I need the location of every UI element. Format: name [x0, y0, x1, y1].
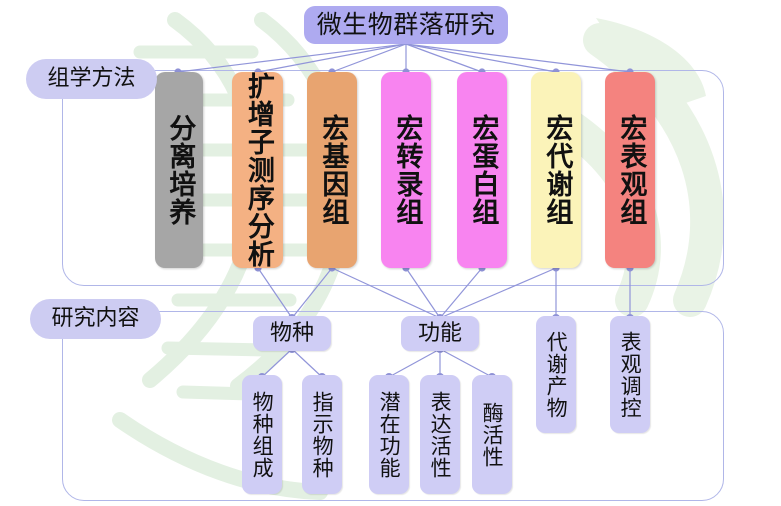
method-box-amplicon-sequencing[interactable]: 扩增子测序分析: [232, 72, 283, 268]
method-box-metatranscriptome[interactable]: 宏转录组: [381, 72, 431, 268]
detail-box-expression-activity[interactable]: 表达活性: [420, 375, 460, 494]
method-box-metaproteome[interactable]: 宏蛋白组: [457, 72, 507, 268]
detail-box-species-composition[interactable]: 物种组成: [242, 375, 282, 494]
detail-box-enzyme-activity[interactable]: 酶活性: [472, 375, 512, 494]
method-box-metametabolome[interactable]: 宏代谢组: [531, 72, 581, 268]
topic-box-metabolites[interactable]: 代谢产物: [536, 316, 576, 433]
topic-box-function[interactable]: 功能: [401, 316, 479, 351]
topic-box-epigenetic-regulation[interactable]: 表观调控: [610, 316, 650, 433]
diagram-title: 微生物群落研究: [304, 6, 508, 44]
detail-box-indicator-species[interactable]: 指示物种: [302, 375, 342, 494]
section-label-content: 研究内容: [30, 299, 161, 339]
method-box-metagenome[interactable]: 宏基因组: [307, 72, 357, 268]
method-box-metaepigenome[interactable]: 宏表观组: [605, 72, 655, 268]
method-box-isolation-culture[interactable]: 分离培养: [155, 72, 203, 268]
topic-box-species[interactable]: 物种: [253, 316, 331, 351]
detail-box-potential-function[interactable]: 潜在功能: [369, 375, 409, 494]
section-label-omics: 组学方法: [26, 59, 157, 99]
